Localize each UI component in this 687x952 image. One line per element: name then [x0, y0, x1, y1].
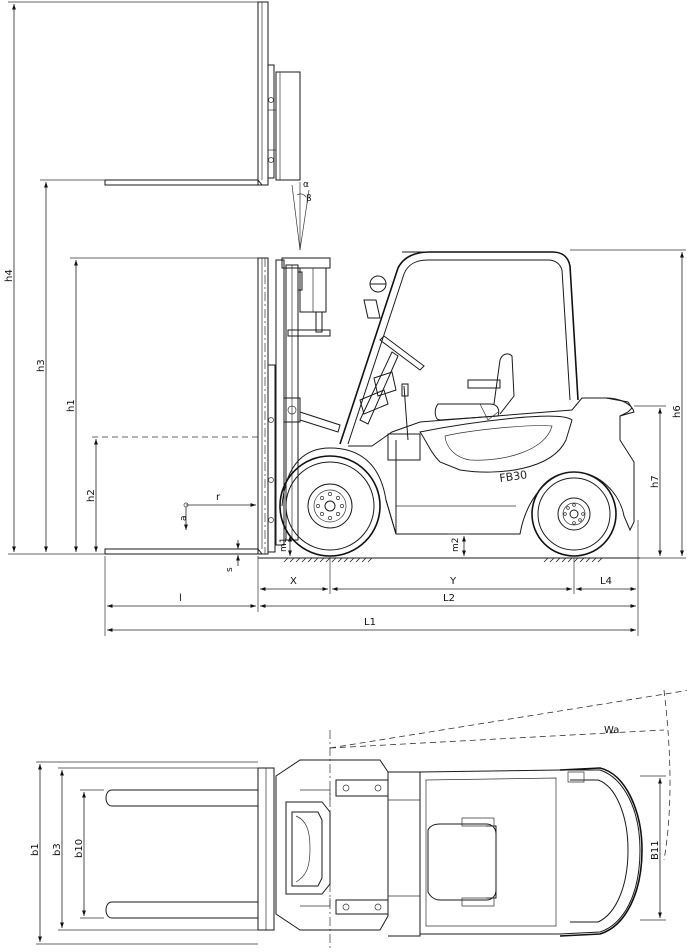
steering-assembly — [359, 335, 425, 441]
forks-top — [105, 767, 275, 931]
h1-label: h1 — [66, 399, 77, 412]
fork-thickness-dim: s — [225, 540, 240, 572]
l4-label: L4 — [600, 576, 612, 587]
a-label: a — [179, 515, 189, 521]
beta-label: β — [306, 194, 312, 204]
b11-label: B11 — [650, 840, 661, 860]
h7-label: h7 — [650, 475, 661, 488]
mast-clearance-dim: m1 — [279, 536, 292, 556]
mast-top — [275, 759, 389, 931]
top-view: Wa — [30, 689, 687, 950]
vertical-dims-right: h6 h7 — [570, 249, 686, 559]
y-label: Y — [449, 576, 457, 587]
overhead-guard — [339, 251, 579, 445]
h4-label: h4 — [4, 269, 15, 282]
h6-label: h6 — [672, 405, 683, 418]
operator-seat — [434, 353, 515, 421]
counterweight-top — [559, 767, 643, 937]
rear-wheel — [531, 471, 617, 557]
turning-radius: Wa — [329, 689, 687, 950]
l-label: l — [179, 593, 182, 604]
mast — [275, 257, 341, 546]
chassis-top — [388, 769, 641, 937]
h2-label: h2 — [86, 489, 97, 502]
b10-label: b10 — [74, 839, 85, 858]
b3-label: b3 — [52, 843, 63, 856]
l2-label: L2 — [443, 593, 455, 604]
vertical-dims-left: h4 h3 h1 h2 — [4, 1, 258, 555]
wa-label: Wa — [604, 725, 619, 736]
m2-label: m2 — [451, 538, 461, 553]
raised-forks — [104, 1, 301, 186]
front-wheel — [279, 455, 381, 557]
seat-top — [427, 817, 497, 907]
h3-label: h3 — [36, 359, 47, 372]
side-view: α β — [4, 1, 686, 636]
tilt-angle-indicator: α β — [291, 180, 312, 251]
lowered-fork — [104, 257, 276, 555]
l1-label: L1 — [364, 617, 376, 628]
model-badge: FB30 — [499, 468, 528, 485]
top-view-dims: b1 b3 b10 B11 — [30, 761, 666, 945]
m1-label: m1 — [279, 538, 289, 553]
ground-line — [258, 557, 640, 563]
r-label: r — [216, 492, 221, 503]
x-label: X — [290, 576, 297, 587]
load-centre-marker: r a — [179, 492, 256, 530]
wheelbase-clearance-dim: m2 — [448, 533, 470, 556]
truck-body: FB30 — [281, 397, 635, 535]
s-label: s — [225, 567, 235, 572]
b1-label: b1 — [30, 843, 41, 856]
alpha-label: α — [303, 180, 309, 190]
horizontal-dims: X Y L4 l L2 L1 — [104, 520, 639, 636]
